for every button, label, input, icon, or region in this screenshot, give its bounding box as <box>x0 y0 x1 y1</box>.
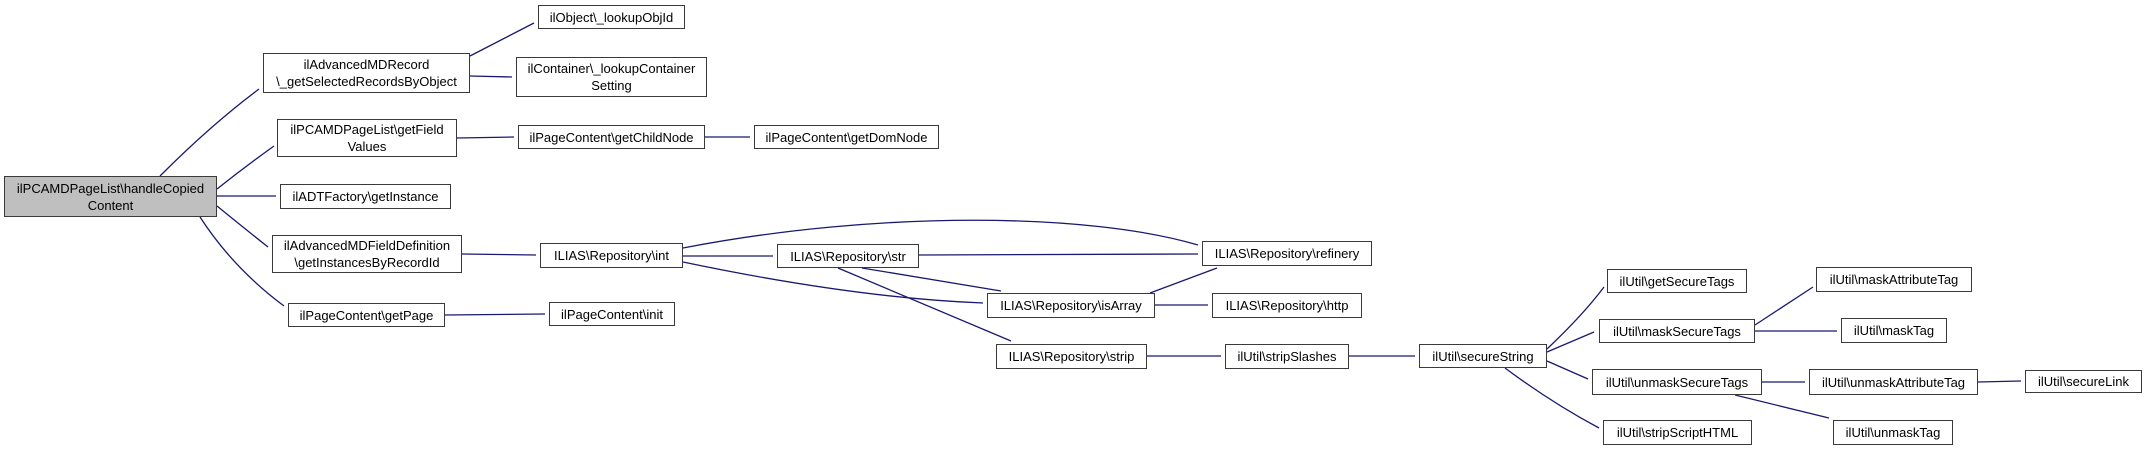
edge-getSelectedRecordsByObject--lookupContainerSetting <box>469 75 513 78</box>
edge-handleCopiedContent--getPage <box>199 216 285 307</box>
node-repo-int[interactable]: ILIAS\Repository\int <box>540 243 683 268</box>
node-getFieldValues[interactable]: ilPCAMDPageList\getField Values <box>277 119 457 157</box>
edge-secureString--unmaskSecureTags <box>1546 360 1589 380</box>
edge-getPage--pc-init <box>444 313 546 316</box>
node-getChildNode[interactable]: ilPageContent\getChildNode <box>518 125 705 149</box>
edge-getFieldValues--getChildNode <box>456 136 515 139</box>
node-getSelectedRecordsByObject[interactable]: ilAdvancedMDRecord \_getSelectedRecordsB… <box>263 53 470 93</box>
node-unmaskAttributeTag[interactable]: ilUtil\unmaskAttributeTag <box>1809 369 1978 395</box>
edge-handleCopiedContent--getFieldValues <box>216 145 275 190</box>
edge-getSelectedRecordsByObject--lookupObjId <box>469 22 535 57</box>
edge-repo-int--repo-isArray <box>682 261 984 304</box>
edge-repo-str--repo-isArray <box>861 267 1002 292</box>
node-stripScriptHTML[interactable]: ilUtil\stripScriptHTML <box>1603 420 1752 445</box>
node-lookupContainerSetting[interactable]: ilContainer\_lookupContainer Setting <box>516 57 707 97</box>
edge-repo-str--repo-refinery <box>918 253 1199 256</box>
node-getInstance[interactable]: ilADTFactory\getInstance <box>280 184 451 209</box>
node-repo-http[interactable]: ILIAS\Repository\http <box>1212 293 1362 318</box>
node-unmaskSecureTags[interactable]: ilUtil\unmaskSecureTags <box>1592 369 1762 395</box>
node-getDomNode[interactable]: ilPageContent\getDomNode <box>754 125 939 149</box>
node-repo-strip[interactable]: ILIAS\Repository\strip <box>996 344 1147 369</box>
node-getPage[interactable]: ilPageContent\getPage <box>288 303 445 327</box>
node-handleCopiedContent[interactable]: ilPCAMDPageList\handleCopied Content <box>4 176 217 217</box>
edge-unmaskAttributeTag--secureLink <box>1977 380 2022 383</box>
node-repo-refinery[interactable]: ILIAS\Repository\refinery <box>1202 241 1372 266</box>
edge-repo-int--repo-refinery <box>682 219 1199 249</box>
node-unmaskTag[interactable]: ilUtil\unmaskTag <box>1833 420 1953 445</box>
node-maskSecureTags[interactable]: ilUtil\maskSecureTags <box>1599 319 1755 343</box>
node-secureString[interactable]: ilUtil\secureString <box>1419 344 1547 368</box>
edge-getInstancesByRecordId--repo-int <box>461 253 537 256</box>
edge-unmaskSecureTags--unmaskTag <box>1734 394 1830 419</box>
edge-handleCopiedContent--getInstancesByRecordId <box>216 205 269 248</box>
edge-secureString--stripScriptHTML <box>1504 367 1600 429</box>
node-maskTag[interactable]: ilUtil\maskTag <box>1841 318 1947 343</box>
edge-secureString--getSecureTags <box>1546 286 1605 350</box>
node-getInstancesByRecordId[interactable]: ilAdvancedMDFieldDefinition \getInstance… <box>272 235 462 273</box>
node-maskAttributeTag[interactable]: ilUtil\maskAttributeTag <box>1816 267 1972 292</box>
node-repo-isArray[interactable]: ILIAS\Repository\isArray <box>987 293 1155 318</box>
node-lookupObjId[interactable]: ilObject\_lookupObjId <box>538 5 685 29</box>
edge-handleCopiedContent--getSelectedRecordsByObject <box>159 88 260 177</box>
edge-repo-str--repo-strip <box>837 267 1012 342</box>
node-stripSlashes[interactable]: ilUtil\stripSlashes <box>1225 344 1349 369</box>
node-pc-init[interactable]: ilPageContent\init <box>549 302 675 326</box>
edges-group <box>159 22 2022 429</box>
edge-repo-isArray--repo-refinery <box>1149 267 1218 294</box>
edge-maskSecureTags--maskAttributeTag <box>1754 286 1814 326</box>
edge-secureString--maskSecureTags <box>1546 331 1595 353</box>
node-getSecureTags[interactable]: ilUtil\getSecureTags <box>1607 269 1747 293</box>
node-repo-str[interactable]: ILIAS\Repository\str <box>777 244 919 268</box>
node-secureLink[interactable]: ilUtil\secureLink <box>2025 370 2142 393</box>
